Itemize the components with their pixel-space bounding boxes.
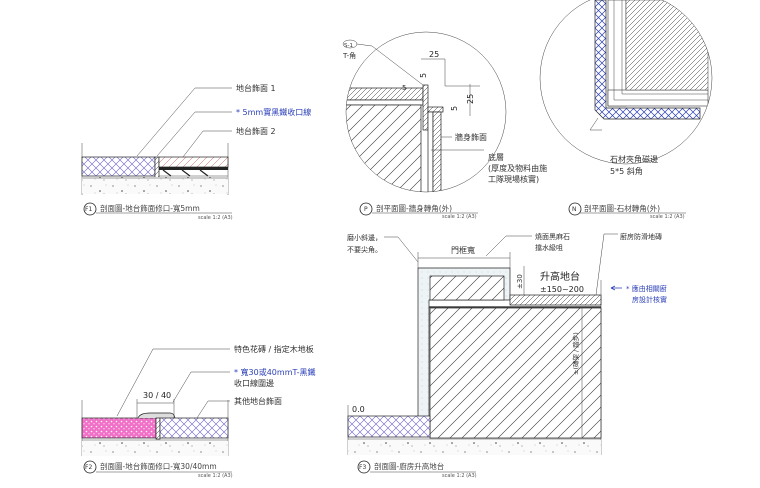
- detail-scale: scale 1:2 (A3): [442, 214, 477, 220]
- label-raised-platform: 升高地台: [540, 270, 580, 283]
- detail-f2: 30 / 40 特色花磚 / 指定木地板 * 寬30或40mmT-黑鐵 收口線圍…: [81, 344, 316, 479]
- label-steel-trim: * 5mm實黑鐵收口線: [236, 107, 311, 117]
- detail-tag-circle: [83, 202, 97, 216]
- ref-label: T-角: [342, 51, 356, 60]
- note-kitchen-design-2: 房設計核實: [632, 295, 667, 304]
- dim-5-side: 5: [450, 106, 459, 111]
- label-other-finish: 其他地台飾面: [234, 396, 282, 406]
- label-bevel-2: 不要尖角。: [347, 245, 382, 254]
- label-water-stop: 擋水級咀: [535, 243, 563, 252]
- detail-n: 石材夾角磁邊 5*5 斜角 N 剖平面圖-石材轉角(外) scale 1:2 (…: [539, 0, 713, 220]
- label-base-layer: 底層: [488, 152, 504, 162]
- label-t-trim-2: 收口線圍邊: [234, 378, 274, 388]
- detail-title: 剖面圖-地台飾面修口-寬30/40mm: [100, 461, 217, 471]
- label-base-note-2: 工隊現場核實): [488, 174, 539, 184]
- feature-tile: [81, 417, 157, 439]
- label-t-trim: * 寬30或40mmT-黑鐵: [234, 367, 316, 377]
- floor-finish-1: [81, 156, 156, 177]
- detail-scale: scale 1:2 (A3): [650, 214, 685, 220]
- label-bevel: 5*5 斜角: [610, 166, 643, 176]
- label-stone-edge: 石材夾角磁邊: [610, 154, 658, 164]
- ref-tag: S-1: [344, 43, 353, 49]
- detail-tag: F3: [359, 464, 366, 471]
- dim-trim-width: 30 / 40: [143, 391, 171, 400]
- dim-25-side: 25: [466, 94, 475, 104]
- detail-f3: 門框寬 磨小斜邊， 不要尖角。 燒面黑麻石 擋水級咀 廚房防滑地磚 ±30 升高…: [347, 232, 667, 479]
- anti-slip-tile: [509, 294, 602, 306]
- label-feature-tile: 特色花磚 / 指定木地板: [234, 344, 314, 354]
- other-floor-finish: [159, 417, 229, 439]
- level-zero: 0.0: [352, 405, 365, 414]
- detail-scale: scale 1:2 (A3): [198, 473, 233, 479]
- label-wall-finish: 牆身飾面: [455, 132, 487, 142]
- detail-f1: 地台飾面 1 * 5mm實黑鐵收口線 地台飾面 2 F1 剖面圖-地台飾面修口-…: [81, 83, 311, 221]
- floor-finish-2: [158, 156, 229, 168]
- detail-title: 剖面圖-廚房升高地台: [374, 461, 444, 471]
- steel-trim: [154, 156, 160, 181]
- detail-scale: scale 1:2 (A3): [198, 215, 233, 221]
- label-raised-height: ±150~200: [540, 285, 584, 294]
- detail-title: 剖平面圖-牆身轉角(外): [376, 203, 452, 213]
- label-granite: 燒面黑麻石: [535, 232, 570, 241]
- detail-scale: scale 1:2 (A3): [442, 473, 477, 479]
- detail-title: 剖面圖-地台飾面修口-寬5mm: [100, 203, 200, 213]
- label-floor-finish-1: 地台飾面 1: [236, 83, 276, 93]
- adhesive-layer: [159, 167, 228, 170]
- dim-5-face: 5: [402, 84, 406, 92]
- detail-callout-circle: [345, 31, 507, 193]
- t-trim-cap: [137, 412, 176, 419]
- dim-pm30: ±30: [516, 274, 524, 289]
- detail-tag: F2: [85, 464, 92, 471]
- dim-25-top: 25: [429, 50, 439, 59]
- detail-tag: F1: [85, 206, 92, 213]
- raised-platform: [429, 307, 602, 439]
- detail-tag: P: [364, 206, 368, 213]
- label-floor-finish-2: 地台飾面 2: [236, 126, 276, 136]
- label-anti-slip-tile: 廚房防滑地磚: [620, 232, 662, 241]
- label-height-note: ±(磚架 / 踏步): [571, 332, 580, 375]
- detail-tag: N: [572, 206, 577, 213]
- floor-finish: [347, 415, 431, 438]
- concrete-base: [82, 177, 228, 194]
- label-bevel-1: 磨小斜邊，: [347, 233, 382, 242]
- label-door-width: 門框寬: [451, 245, 475, 255]
- detail-callout-circle: [539, 0, 713, 165]
- detail-p: S-1 T-角 25 5 25 5 5 牆身飾面 底層 (厚度及物料由施 工隊現…: [342, 31, 547, 220]
- note-kitchen-design-1: * 應由相關廚: [626, 284, 667, 293]
- detail-title: 剖平面圖-石材轉角(外): [584, 203, 660, 213]
- dim-5-top: 5: [419, 73, 428, 78]
- label-base-note-1: (厚度及物料由施: [488, 163, 547, 173]
